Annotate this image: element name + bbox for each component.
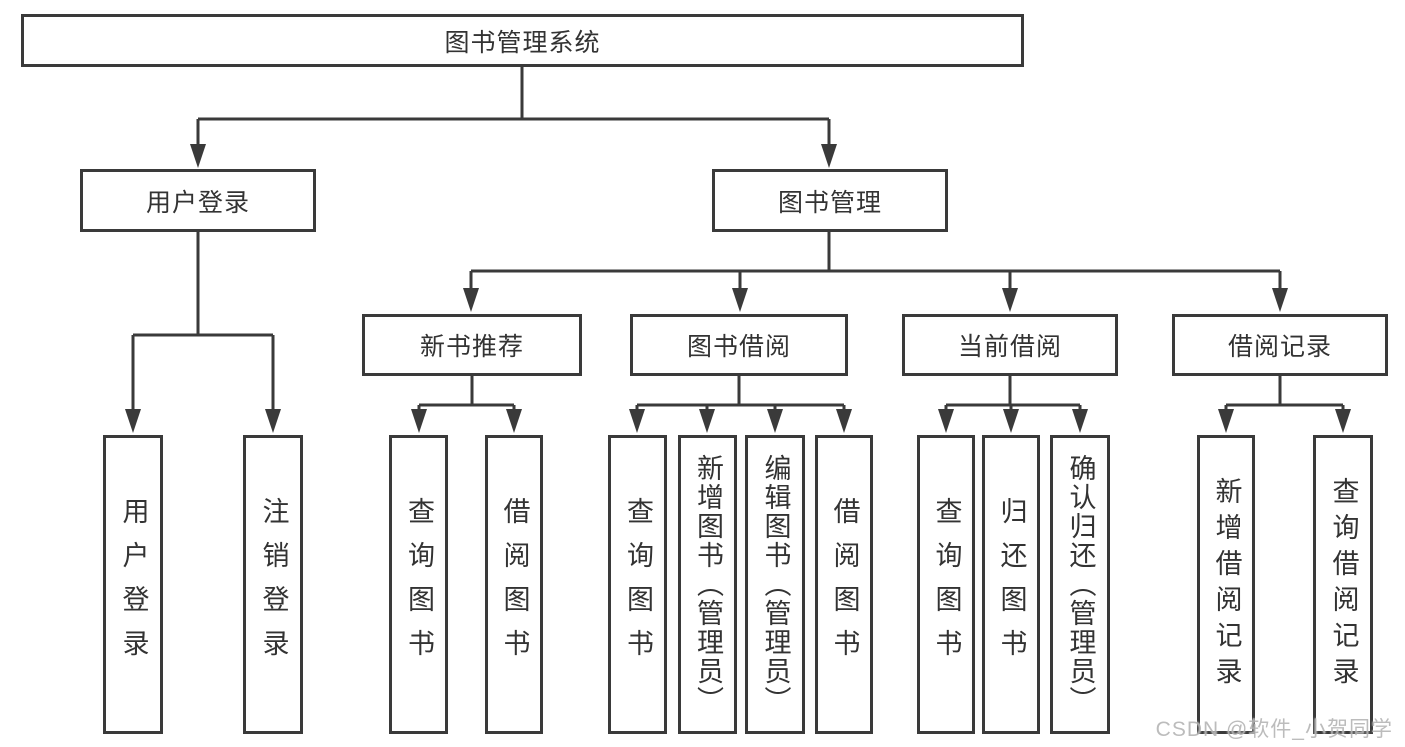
leaf-query-books-3-label: 查询图书 [931,496,962,673]
node-root-library-system: 图书管理系统 [21,14,1024,67]
leaf-borrow-books-2: 借阅图书 [815,435,873,734]
node-borrow-record-label: 借阅记录 [1227,333,1332,361]
leaf-return-books: 归还图书 [982,435,1040,734]
node-book-management-label: 图书管理 [777,188,882,217]
csdn-watermark: CSDN @软件_小贺同学 [1155,718,1393,741]
leaf-user-login: 用户登录 [103,435,163,734]
node-new-book-recommend: 新书推荐 [362,314,582,376]
node-book-management: 图书管理 [712,169,948,232]
leaf-query-borrow-record-label: 查询借阅记录 [1328,476,1359,693]
leaf-edit-books-admin: 编辑图书（管理员） [745,435,805,734]
leaf-user-login-label: 用户登录 [118,496,149,673]
leaf-query-borrow-record: 查询借阅记录 [1313,435,1373,734]
leaf-query-books-1-label: 查询图书 [404,496,434,673]
node-borrow-record: 借阅记录 [1172,314,1388,376]
leaf-add-books-admin: 新增图书（管理员） [678,435,737,734]
leaf-query-books-2: 查询图书 [608,435,667,734]
leaf-query-books-2-label: 查询图书 [623,496,653,673]
leaf-add-borrow-record: 新增借阅记录 [1197,435,1255,734]
leaf-borrow-books-1-label: 借阅图书 [499,496,530,673]
node-current-borrow: 当前借阅 [902,314,1118,376]
node-current-borrow-label: 当前借阅 [957,333,1062,361]
leaf-borrow-books-2-label: 借阅图书 [829,496,860,673]
leaf-return-books-label: 归还图书 [996,496,1027,673]
leaf-query-books-1: 查询图书 [389,435,448,734]
node-user-login: 用户登录 [80,169,316,232]
leaf-query-books-3: 查询图书 [917,435,975,734]
leaf-confirm-return-admin: 确认归还（管理员） [1050,435,1110,734]
leaf-logout: 注销登录 [243,435,303,734]
leaf-logout-label: 注销登录 [258,496,289,673]
leaf-edit-books-admin-label: 编辑图书（管理员） [760,454,791,715]
leaf-borrow-books-1: 借阅图书 [485,435,543,734]
node-new-book-recommend-label: 新书推荐 [419,333,524,361]
node-book-borrow: 图书借阅 [630,314,848,376]
leaf-add-books-admin-label: 新增图书（管理员） [693,454,723,715]
node-root-label: 图书管理系统 [444,28,601,57]
node-user-login-label: 用户登录 [145,188,250,217]
node-book-borrow-label: 图书借阅 [686,333,791,361]
leaf-add-borrow-record-label: 新增借阅记录 [1211,476,1242,693]
leaf-confirm-return-admin-label: 确认归还（管理员） [1065,454,1096,715]
